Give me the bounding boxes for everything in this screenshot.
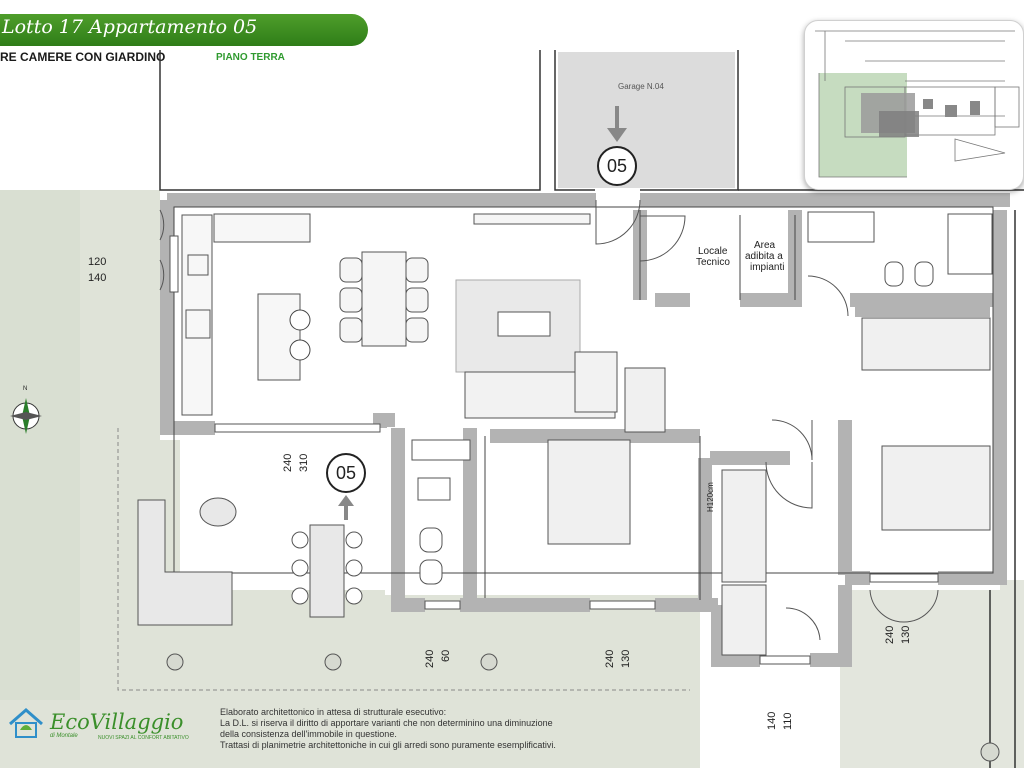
- dim-bedroom1-window-a: 240: [604, 649, 616, 668]
- area-impianti-label-2: adibita a: [745, 251, 783, 262]
- note-line: Elaborato architettonico in attesa di st…: [220, 707, 447, 717]
- ecovillaggio-logo: EcoVillaggio di Montale NUOVI SPAZI AL C…: [6, 706, 189, 746]
- compass-north-label: N: [23, 386, 28, 392]
- dim-bedroom1-window-b: 130: [620, 649, 632, 668]
- locale-tecnico-label-2: Tecnico: [696, 257, 730, 268]
- neighbour-walls: [989, 210, 1016, 768]
- doors: [159, 199, 939, 641]
- dining-set: [339, 251, 429, 347]
- dim-left-window-a: 120: [88, 256, 107, 268]
- window-height-label: H120cm: [706, 482, 715, 512]
- walls: [160, 193, 1010, 667]
- coffee-table: [497, 311, 551, 337]
- floor-level: PIANO TERRA: [216, 52, 285, 63]
- note-line: La D.L. si riserva il diritto di apporta…: [220, 718, 553, 728]
- bedroom-furniture: [547, 317, 991, 656]
- dim-left-window-b: 140: [88, 272, 107, 284]
- lawn-strip: [0, 190, 80, 700]
- dim-bedroom3-window-b: 130: [900, 625, 912, 644]
- wall-edges: [173, 206, 994, 600]
- area-impianti-label-3: impianti: [750, 262, 785, 273]
- compass-icon: [10, 398, 42, 434]
- disclaimer-notes: Elaborato architettonico in attesa di st…: [220, 707, 556, 751]
- dim-bath-window-b: 60: [440, 649, 452, 662]
- tv-unit: [473, 213, 591, 225]
- bathroom-fixtures: [411, 211, 993, 585]
- logo-location: di Montale: [50, 733, 78, 739]
- island-stools: [289, 309, 311, 361]
- unit-number-marker: 05: [597, 146, 637, 186]
- neighbour-outlines: [159, 50, 1024, 191]
- house-logo-icon: [9, 708, 43, 738]
- windows: [169, 235, 939, 665]
- key-plan: [804, 20, 1024, 190]
- dim-bedroom3-window-a: 240: [884, 625, 896, 644]
- dim-bedroom2-window-a: 140: [766, 711, 778, 730]
- sofa: [464, 351, 618, 419]
- kitchen-furniture: [181, 213, 311, 416]
- key-plan-drawing: [815, 30, 1020, 178]
- dim-bath-window-a: 240: [424, 649, 436, 668]
- logo-tagline: NUOVI SPAZI AL CONFORT ABITATIVO: [98, 735, 189, 741]
- page-title: Lotto 17 Appartamento 05: [2, 16, 258, 38]
- garage-floor: [558, 52, 735, 188]
- note-line: della consistenza dell'immobile in quest…: [220, 729, 397, 739]
- area-impianti-label-1: Area: [754, 240, 776, 251]
- dim-bedroom2-window-b: 110: [782, 712, 794, 730]
- logo-brand: EcoVillaggio: [50, 710, 184, 734]
- dim-garden-door-b: 240: [282, 453, 294, 472]
- note-line: Trattasi di planimetrie architettoniche …: [220, 740, 556, 750]
- dim-garden-door-a: 310: [298, 453, 310, 472]
- garden-boundary: [117, 428, 690, 691]
- unit-number-garden: 05: [326, 453, 366, 493]
- title-banner: [0, 14, 368, 46]
- garden-area-right: [840, 580, 1024, 768]
- apartment-type: RE CAMERE CON GIARDINO: [0, 50, 166, 64]
- garden-trees: [166, 653, 498, 671]
- locale-tecnico-label-1: Locale: [698, 246, 728, 257]
- garden-furniture: [137, 497, 363, 626]
- garage-label: Garage N.04: [618, 82, 664, 91]
